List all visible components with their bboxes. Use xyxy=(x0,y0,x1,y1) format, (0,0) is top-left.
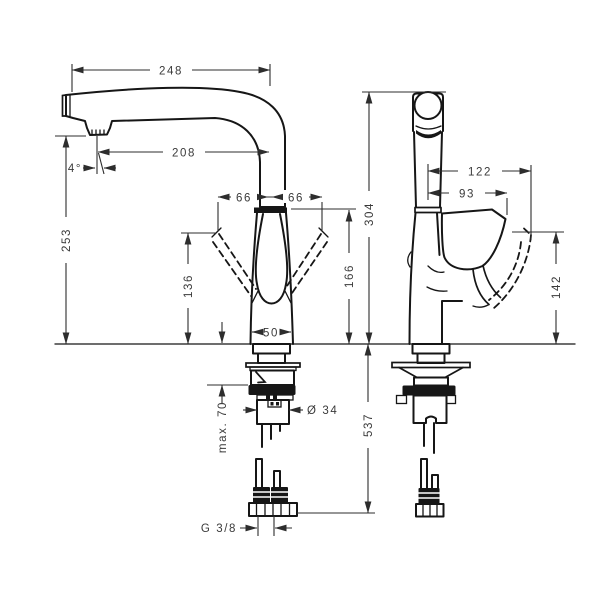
seal-ring-right xyxy=(402,385,456,396)
hose-connector-right xyxy=(415,488,445,518)
dim-total-height: 304 xyxy=(362,91,376,345)
dim-max-mounting-thickness: max. 70 xyxy=(217,322,229,453)
lever-swivel-dashed-left xyxy=(211,227,257,297)
dim-hose-length: 537 xyxy=(361,343,375,514)
mounting-base-left xyxy=(245,343,301,425)
dim-label-max70: max. 70 xyxy=(217,401,229,453)
faucet-body-left-view xyxy=(249,212,294,345)
mounting-base-right xyxy=(391,343,471,424)
dim-label-248: 248 xyxy=(159,66,183,78)
dim-height-to-outlet: 253 xyxy=(59,135,73,345)
dim-label-122: 122 xyxy=(468,167,492,179)
dim-label-66-right: 66 xyxy=(288,193,304,205)
extension-lines xyxy=(55,64,564,536)
dim-label-166: 166 xyxy=(344,264,356,288)
dim-lever-reach: 93 xyxy=(427,186,508,201)
lever-elbow xyxy=(472,264,502,308)
spout-collar-band xyxy=(416,130,441,139)
swivel-joint-collar xyxy=(254,207,287,213)
dim-label-93: 93 xyxy=(459,189,475,201)
dimension-lines: 248 208 4° 253 66 66 xyxy=(55,63,564,536)
dim-label-537: 537 xyxy=(363,413,375,437)
dim-label-50: 50 xyxy=(263,328,279,340)
dim-label-4deg: 4° xyxy=(68,163,82,175)
dim-lever-reach-max: 122 xyxy=(427,164,532,179)
dim-lever-clearance: 136 xyxy=(181,232,195,345)
spout-end-circle xyxy=(413,91,443,120)
mounting-shank-right xyxy=(412,394,448,424)
dim-label-136: 136 xyxy=(183,274,195,298)
dim-label-304: 304 xyxy=(364,202,376,226)
hose-connectors-left xyxy=(248,487,298,517)
left-view xyxy=(61,86,329,517)
select-lever xyxy=(440,208,507,271)
dim-reach-to-aerator: 208 xyxy=(97,145,270,160)
dim-tap-hole-diameter: Ø 34 xyxy=(243,405,338,417)
dim-lever-tip-height: 142 xyxy=(549,231,563,345)
spout-outline xyxy=(65,86,286,208)
dim-label-208: 208 xyxy=(172,148,196,160)
dim-aerator-angle: 4° xyxy=(68,163,116,175)
dim-label-253: 253 xyxy=(61,228,73,252)
dim-swivel-range: 66 66 xyxy=(217,190,323,205)
dim-hose-thread: G 3/8 xyxy=(201,523,292,535)
dim-reach-total: 248 xyxy=(71,63,271,78)
faucet-body-front xyxy=(407,212,463,345)
right-view xyxy=(391,91,532,518)
dim-label-g38: G 3/8 xyxy=(201,523,237,535)
aerator xyxy=(91,129,105,136)
escutcheon-right xyxy=(391,361,471,369)
lever-cross-section xyxy=(251,213,292,305)
dim-label-66-left: 66 xyxy=(236,193,252,205)
dim-label-142: 142 xyxy=(551,275,563,299)
supply-hoses-left xyxy=(255,423,281,488)
spout-collar-line xyxy=(415,125,442,130)
lever-swivel-dashed-right xyxy=(284,227,329,297)
dim-spout-joint-height: 166 xyxy=(342,209,356,345)
spout-tip-cap xyxy=(61,94,71,118)
dim-base-width: 50 xyxy=(251,328,292,340)
dim-label-d34: Ø 34 xyxy=(307,405,338,417)
supply-hoses-right xyxy=(420,422,439,489)
seal-ring-left xyxy=(248,385,296,395)
